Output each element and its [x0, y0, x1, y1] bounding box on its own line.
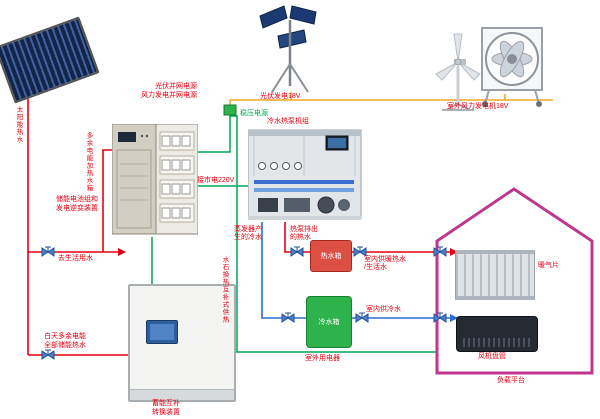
label-indoor-cooling: 室内供冷水: [366, 306, 401, 313]
wind-turbine: [435, 33, 481, 111]
valve-set: [41, 246, 447, 360]
heat-pump-bench: [248, 129, 362, 220]
bench-monitor-screen: [328, 138, 346, 148]
turbine-blade: [457, 61, 481, 81]
thermal-storage-cabinet: [128, 284, 236, 402]
turbine-blade: [453, 33, 463, 63]
label-indoor-heating-line1: 室内供暖热水: [364, 256, 406, 263]
valve-icon: [433, 312, 447, 323]
label-outdoor-electric: 室外用电器: [305, 355, 340, 362]
flow-arrow-icon: [450, 248, 458, 256]
bench-top: [248, 130, 361, 136]
fan-wheel: [536, 101, 542, 107]
label-storage-line2: 转换装置: [152, 409, 180, 416]
stabilizer-node: [223, 104, 237, 116]
label-pv-grid-power: 光伏并网电源: [155, 83, 197, 90]
flow-arrow-icon: [118, 248, 126, 256]
turbine-hub: [454, 58, 462, 66]
cold-water-tank-label: 冷水箱: [318, 319, 340, 326]
valve-icon: [433, 246, 447, 257]
label-radiator: 暖气片: [538, 262, 559, 269]
storage-base: [130, 389, 234, 400]
valve-icon: [41, 246, 55, 257]
hot-water-pipes: [27, 92, 458, 356]
label-evaporator-line1: 蒸发器产: [234, 226, 262, 233]
valve-icon: [290, 246, 304, 257]
cabinet-button: [140, 134, 144, 138]
house-outline: [435, 187, 594, 375]
label-battery-line2: 发电逆变装置: [56, 205, 98, 212]
label-pump-hot-line1: 热泵排出: [290, 226, 318, 233]
label-day-surplus-line1: 白天多余电能: [44, 333, 86, 340]
valve-icon: [41, 349, 55, 360]
label-stabilizer: 稳压电源: [240, 110, 268, 117]
fan-coil-grille: [463, 338, 531, 347]
cabinet-door: [116, 149, 152, 229]
battery-modules: [161, 135, 191, 219]
bench-tank: [338, 199, 350, 211]
valve-icon: [281, 312, 295, 323]
tracker-leg: [289, 63, 309, 93]
valve-icon: [355, 312, 369, 323]
storage-screen: [146, 320, 178, 344]
pv-panel: [259, 5, 288, 29]
label-to-domestic-water: 去生活用水: [58, 255, 93, 262]
pv-tracker: [259, 5, 317, 93]
flow-arrow-icon: [450, 314, 458, 322]
label-evaporator-line2: 生的冷水: [234, 234, 262, 241]
valve-icon: [353, 246, 367, 257]
label-day-surplus-line2: 全部储能热水: [44, 342, 86, 349]
bench-blue-pipe: [254, 188, 354, 192]
label-pump-hot-line2: 的热水: [290, 234, 311, 241]
label-wind-grid-power: 风力发电并网电源: [141, 92, 197, 99]
label-indoor-heating-line2: /生活水: [364, 264, 387, 271]
bench-tank: [317, 196, 335, 214]
fan-wheel: [482, 101, 488, 107]
bench-compressor: [258, 198, 278, 212]
label-storage-line1: 蓄能互补: [152, 400, 180, 407]
label-heat-pump-unit: 冷水热泵机组: [267, 118, 309, 125]
bench-unit: [284, 198, 310, 212]
cabinet-left: [112, 124, 157, 235]
pv-panel: [289, 5, 317, 25]
bench-base: [248, 216, 361, 220]
fan-hub: [507, 54, 517, 64]
hot-water-tank: 热水箱: [310, 240, 352, 272]
cold-water-tank: 冷水箱: [306, 296, 352, 348]
label-fan-coil: 风机盘管: [478, 353, 506, 360]
bench-blue-pipe: [254, 180, 354, 184]
label-pv-generation: 光伏发电18V: [260, 93, 301, 100]
cabinet-button: [145, 134, 149, 138]
turbine-blade: [435, 61, 459, 81]
bench-gauges: [258, 162, 302, 170]
hot-water-tank-label: 热水箱: [320, 253, 342, 260]
label-wind-generation: 室外风力发电机18V: [447, 103, 509, 110]
fan-coil-unit: [456, 316, 538, 352]
label-solar-hot-water: 太阳能热水: [15, 106, 22, 144]
axial-fan: [481, 27, 543, 107]
tracker-leg: [271, 63, 291, 93]
label-load-platform: 负载平台: [497, 377, 525, 384]
label-battery-line1: 储能电池组和: [56, 196, 98, 203]
label-mains-220v: 接市电220V: [197, 177, 235, 184]
battery-inverter-cabinets: [112, 124, 198, 235]
label-surplus-to-tank: 多余电能加热水箱: [85, 132, 92, 192]
storage-screen-display: [150, 324, 174, 340]
radiator-unit: [455, 250, 535, 300]
electric-wires: [151, 112, 437, 353]
pv-panel: [277, 29, 307, 49]
cabinet-screen: [118, 132, 136, 142]
label-water-stone-heating: 水石换热互补式供热: [221, 256, 228, 324]
